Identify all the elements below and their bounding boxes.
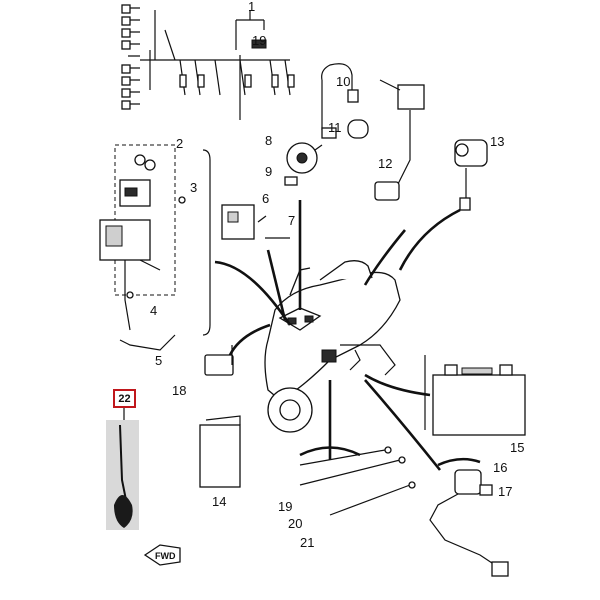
highlight-callout-22: 22: [113, 389, 136, 408]
scooter: [264, 260, 401, 433]
pointer-ignition: [214, 260, 292, 326]
callout-17: 17: [498, 484, 512, 499]
pointer-relay: [266, 249, 287, 321]
callout-4: 4: [150, 303, 157, 318]
callout-14: 14: [212, 494, 226, 509]
part-22-photo: [106, 408, 139, 530]
relay-terminal: [227, 211, 239, 223]
bracket-left: [202, 149, 211, 336]
callout-9: 9: [265, 164, 272, 179]
rectifier: [204, 354, 234, 376]
callout-13: 13: [490, 134, 504, 149]
battery: [424, 355, 526, 436]
callout-11: 11: [328, 120, 342, 135]
callout-6: 6: [262, 191, 269, 206]
pointer-coil: [364, 379, 442, 471]
callout-18: 18: [172, 383, 186, 398]
cdi-top: [205, 415, 241, 425]
wire-harness: [121, 4, 295, 110]
fwd-arrow-icon: FWD: [143, 544, 181, 566]
callout-1: 1: [248, 0, 255, 14]
ignition-switch-assembly: [99, 144, 186, 351]
callout-2: 2: [176, 136, 183, 151]
horn: [286, 142, 323, 174]
callout-10: 10: [336, 74, 350, 89]
pointer-battery: [364, 373, 431, 397]
fwd-label: FWD: [155, 551, 176, 561]
callout-5: 5: [155, 353, 162, 368]
callout-7: 7: [288, 213, 295, 228]
pickup-coil: [454, 139, 488, 211]
callout-3: 3: [190, 180, 197, 195]
cables: [299, 446, 416, 516]
callout-19: 19: [278, 499, 292, 514]
callout-8: 8: [265, 133, 272, 148]
ignition-coil: [429, 457, 509, 577]
sensor-assembly: [321, 63, 369, 139]
bolt: [284, 176, 298, 186]
pointer-rectifier: [228, 323, 271, 356]
switch-assembly: [374, 79, 425, 201]
callout-12: 12: [378, 156, 392, 171]
callout-21: 21: [300, 535, 314, 550]
leader-line-6: [257, 215, 267, 223]
cdi-unit: [199, 424, 241, 488]
pointer-pickup: [398, 208, 461, 271]
pointer-switch: [363, 229, 406, 286]
callout-15: 15: [510, 440, 524, 455]
callout-20: 20: [288, 516, 302, 531]
callout-16: 16: [493, 460, 507, 475]
callout-19-harness: 19: [252, 33, 266, 48]
